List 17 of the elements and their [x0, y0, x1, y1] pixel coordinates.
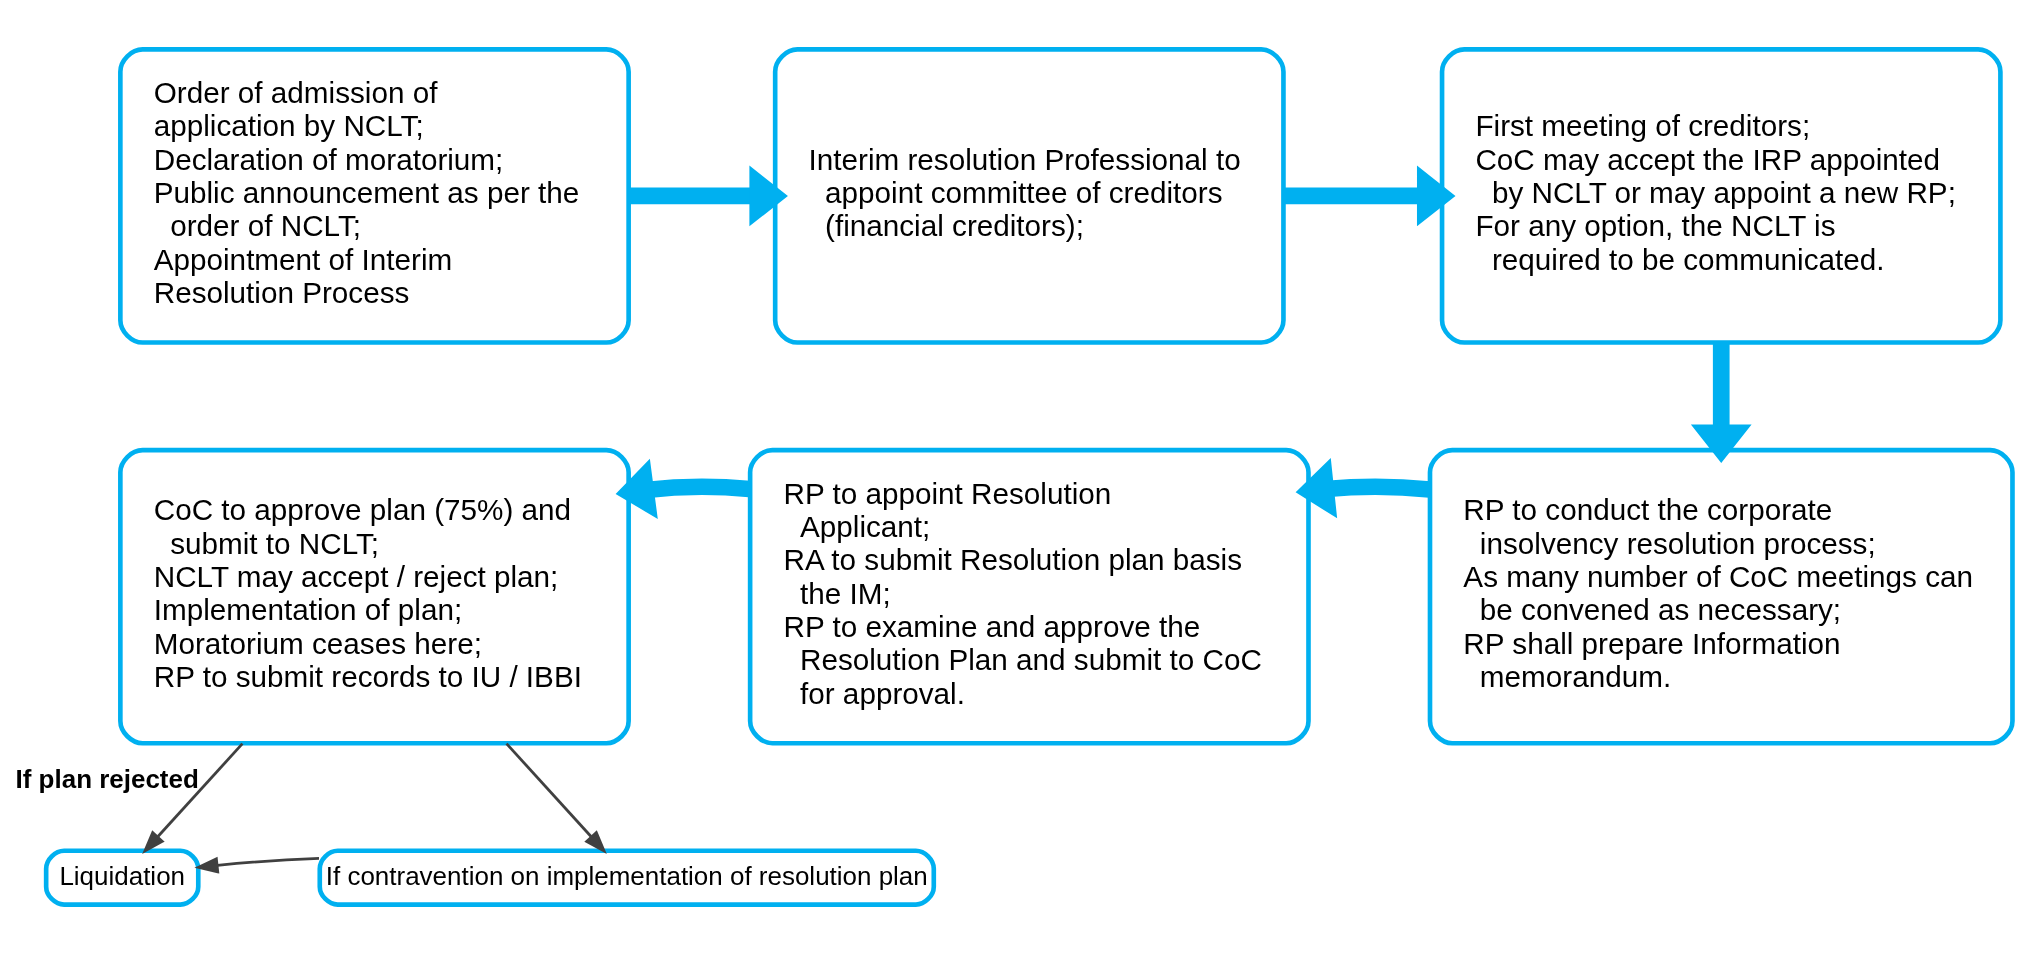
node-box: RP to conduct the corporate insolvency resolution process; As many number of CoC meetings can be convened as necessary; RP shall prepare Information memorandum. [1427, 447, 2015, 746]
arrow [1284, 165, 1456, 227]
node-box: Order of admission of application by NCLT; Declaration of moratorium; Public announcement as per the order of NCLT; Appointment of Interim Resolution Process [118, 47, 631, 345]
edge-label: If plan rejected [15, 764, 199, 795]
node-box: Interim resolution Professional to appoint committee of creditors (financial creditors); [772, 47, 1286, 345]
node-box: CoC to approve plan (75%) and submit to NCLT; NCLT may accept / reject plan; Implementation of plan; Moratorium ceases here; RP to submit records to IU / IBBI [118, 447, 631, 746]
arrow [142, 742, 244, 854]
arrow [505, 742, 607, 854]
node-box: If contravention on implementation of resolution plan [317, 848, 937, 907]
arrow [615, 458, 751, 519]
node-box: Liquidation [43, 848, 201, 907]
arrow [194, 856, 320, 874]
node-box: First meeting of creditors; CoC may accept the IRP appointed by NCLT or may appoint a new RP; For any option, the NCLT is required to be communicated. [1439, 47, 2003, 345]
arrow [629, 165, 788, 227]
node-box: RP to appoint Resolution Applicant; RA to submit Resolution plan basis the IM; RP to examine and approve the Resolution Plan and submit to CoC for approval. [747, 447, 1311, 746]
arrow [1295, 457, 1431, 519]
arrow [1690, 342, 1752, 464]
